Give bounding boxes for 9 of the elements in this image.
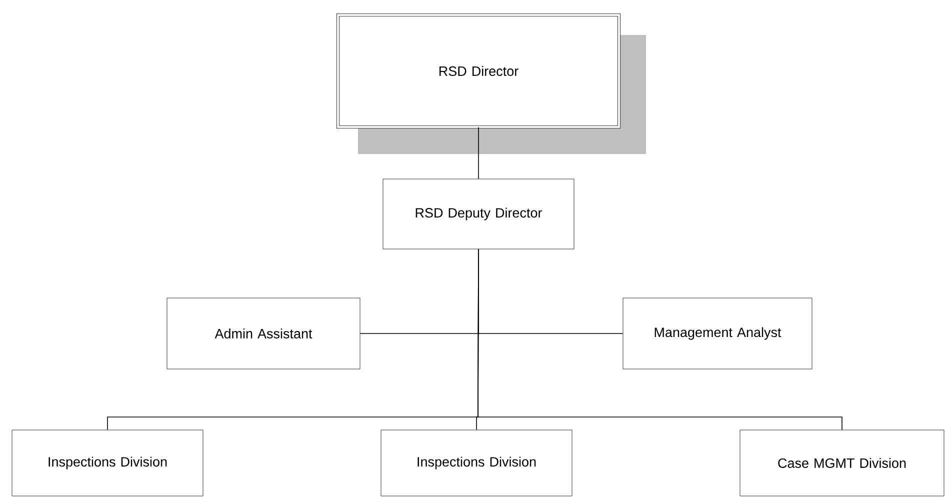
position-box: Management Analyst <box>622 298 812 370</box>
director-box: RSD Director <box>336 14 646 154</box>
position-box: RSD Deputy Director <box>382 178 574 250</box>
position-box: Inspections Division <box>12 430 204 496</box>
position-box: Admin Assistant <box>166 298 360 370</box>
position-box: Inspections Division <box>380 430 572 496</box>
position-box: Case MGMT Division <box>740 430 944 496</box>
connector-line <box>478 248 842 430</box>
connector-line <box>478 126 479 180</box>
